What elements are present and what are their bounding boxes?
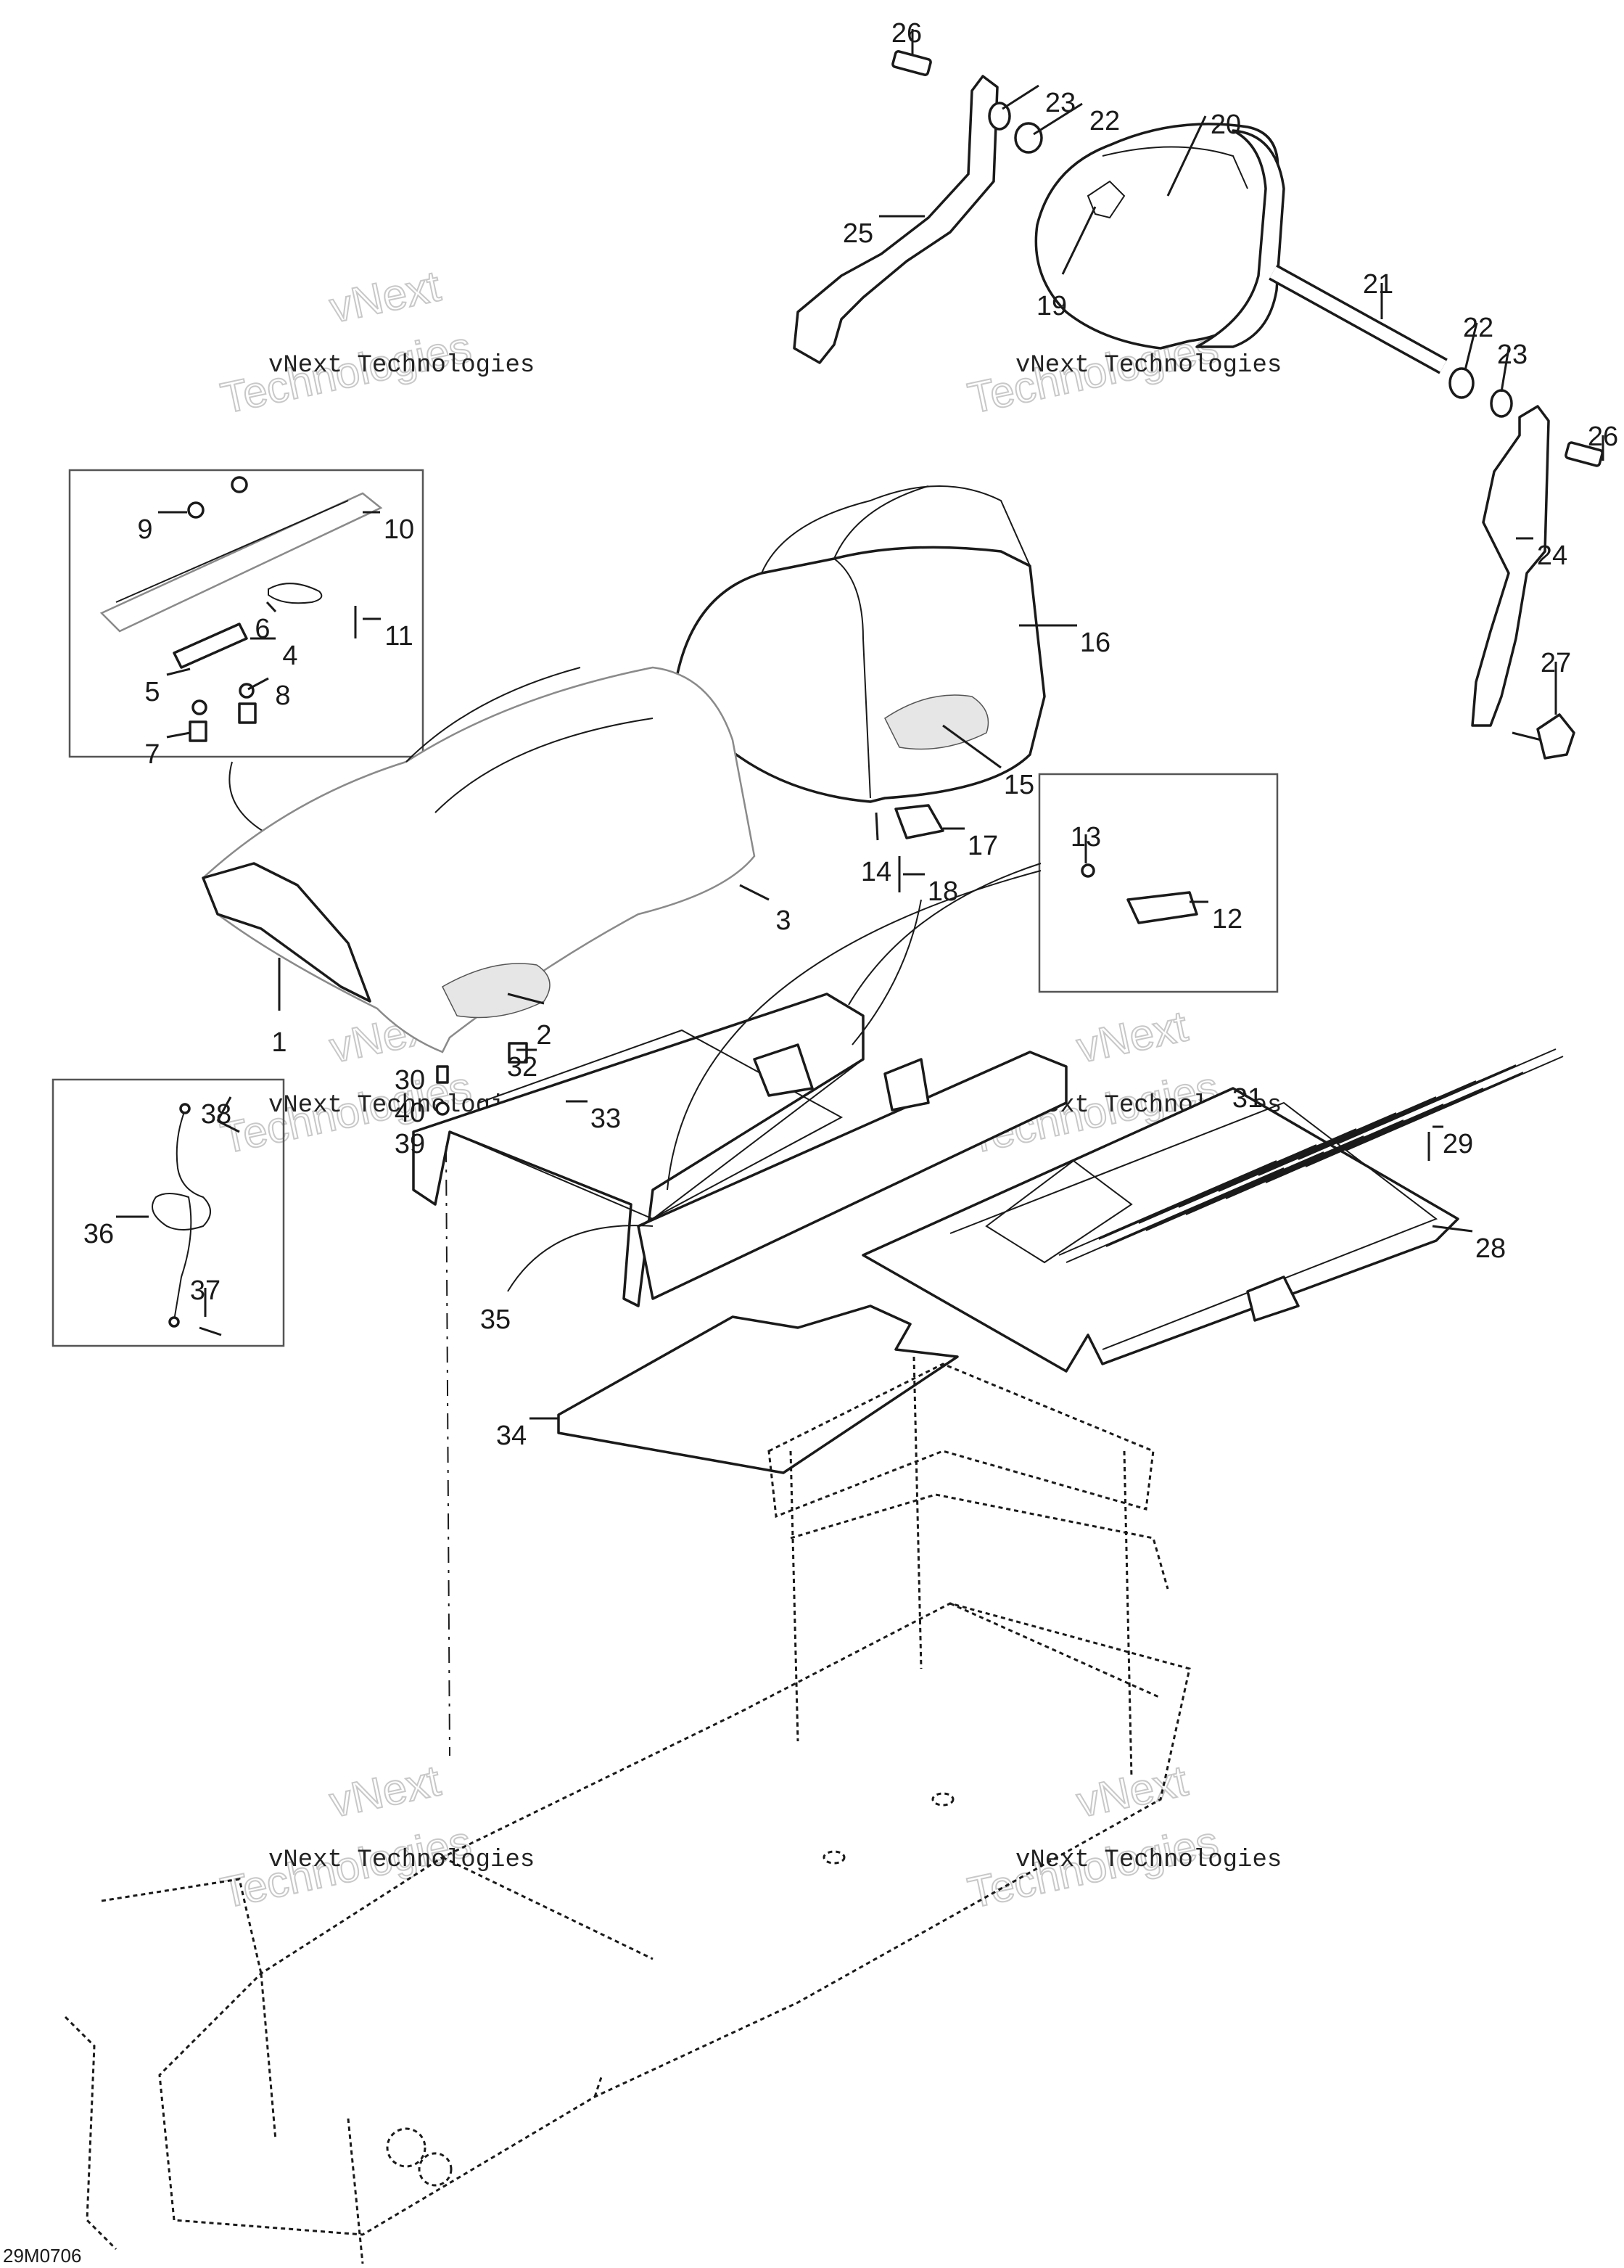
callout-7: 7 [144, 739, 160, 770]
seat-base-frame [412, 993, 1068, 1307]
tool-kit-group [68, 469, 424, 842]
leader-lines [116, 29, 1604, 1757]
callout-2: 2 [536, 1020, 551, 1051]
callout-21: 21 [1363, 269, 1393, 300]
callout-23: 23 [1045, 88, 1076, 118]
callout-36: 36 [83, 1219, 114, 1249]
callout-18: 18 [928, 876, 958, 907]
seat-cushion [202, 666, 756, 1053]
callout-26: 26 [1588, 422, 1618, 452]
callout-32: 32 [507, 1052, 537, 1082]
floor-mat [862, 1048, 1564, 1373]
callout-28: 28 [1475, 1233, 1506, 1264]
callout-4: 4 [282, 641, 297, 671]
callout-27: 27 [1541, 648, 1571, 678]
callout-20: 20 [1211, 110, 1241, 140]
callout-24: 24 [1537, 541, 1567, 571]
floor-mat-rib [1218, 1096, 1444, 1199]
callout-30: 30 [395, 1065, 425, 1096]
callout-23: 23 [1497, 340, 1528, 370]
floor-mat-rib [1258, 1080, 1484, 1183]
callout-14: 14 [861, 857, 891, 887]
callout-33: 33 [590, 1104, 621, 1134]
floor-mat-rib [1098, 1144, 1324, 1247]
callout-29: 29 [1443, 1129, 1473, 1159]
callout-26: 26 [891, 18, 922, 49]
callout-22: 22 [1463, 313, 1493, 343]
callout-3: 3 [775, 905, 791, 936]
callout-39: 39 [395, 1129, 425, 1159]
hinge-box-group [1038, 773, 1279, 993]
callout-10: 10 [384, 514, 414, 545]
callout-13: 13 [1071, 822, 1101, 852]
callout-25: 25 [843, 218, 873, 249]
cargo-box [673, 485, 1046, 892]
floor-mat-rib [1298, 1064, 1524, 1167]
callout-11: 11 [384, 621, 413, 652]
callout-9: 9 [137, 514, 152, 545]
watermark-vnext: vNext [326, 1756, 445, 1826]
seat-pad [557, 1304, 959, 1474]
callout-17: 17 [968, 831, 998, 861]
watermark-text: vNext Technologies [268, 1846, 535, 1874]
callout-5: 5 [144, 677, 160, 707]
callout-31: 31 [1232, 1083, 1263, 1114]
callout-16: 16 [1080, 628, 1110, 658]
watermark-vnext: vNext [1073, 1001, 1192, 1072]
watermark-vnext: vNext [326, 261, 445, 332]
callout-19: 19 [1036, 291, 1067, 321]
watermark-text: vNext Technologies [268, 352, 535, 379]
tether-cord-group [51, 1078, 285, 1347]
floor-mat-rib [1178, 1112, 1404, 1215]
callout-34: 34 [496, 1421, 527, 1451]
callout-40: 40 [395, 1098, 425, 1128]
floor-mat-rib [1058, 1160, 1285, 1263]
floor-mat-rib [1337, 1048, 1564, 1151]
watermark-text: vNext Technologies [1015, 352, 1282, 379]
callout-1: 1 [271, 1027, 287, 1058]
callout-8: 8 [275, 681, 290, 711]
callout-12: 12 [1212, 904, 1242, 934]
backrest-assembly [793, 50, 1604, 760]
floor-mat-rib [1138, 1128, 1364, 1231]
callout-6: 6 [255, 614, 270, 644]
callout-22: 22 [1089, 106, 1120, 136]
chassis-frame [64, 1356, 1191, 2264]
callout-38: 38 [201, 1099, 231, 1130]
callout-35: 35 [480, 1304, 511, 1335]
watermark-text: vNext Technologies [1015, 1846, 1282, 1874]
callout-15: 15 [1004, 770, 1034, 800]
callout-37: 37 [190, 1275, 220, 1306]
drawing-code: 29M0706 [3, 2245, 81, 2267]
